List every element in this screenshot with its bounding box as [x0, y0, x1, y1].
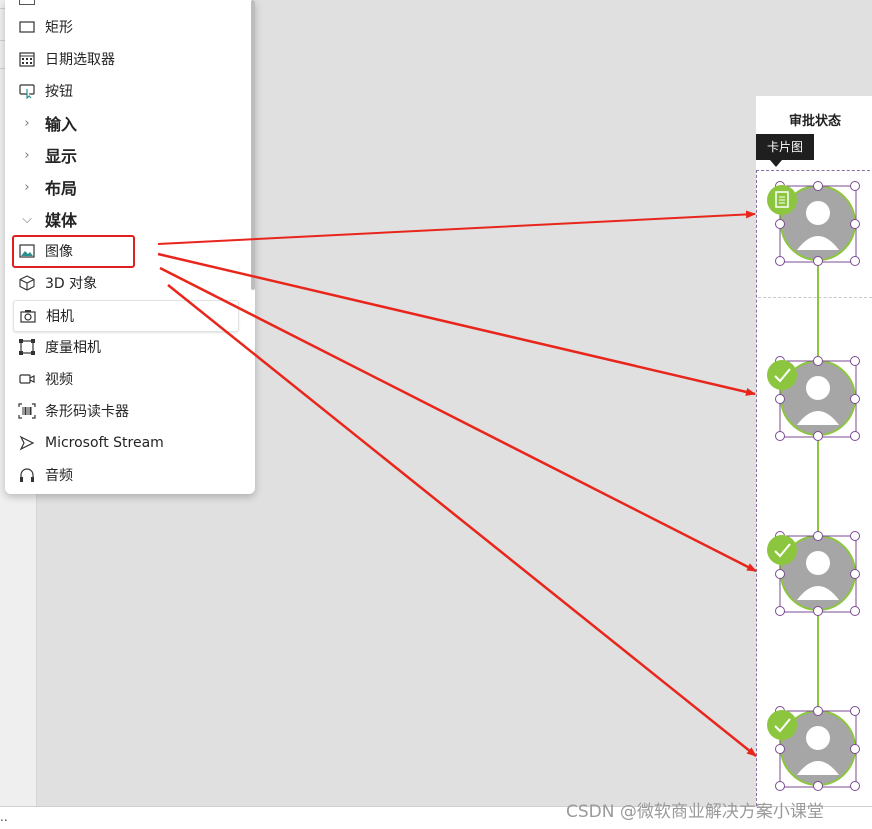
video-icon	[17, 369, 37, 389]
check-icon	[767, 710, 797, 740]
headphones-icon	[17, 465, 37, 485]
insert-item-button[interactable]: 按钮	[13, 76, 237, 106]
avatar-image[interactable]	[775, 356, 860, 441]
insert-item-label: 矩形	[45, 20, 73, 36]
insert-item-image[interactable]: 图像	[13, 236, 237, 266]
insert-item-label: 相机	[46, 309, 74, 325]
image-item-highlight-box	[12, 235, 135, 268]
annotation-arrow	[157, 252, 756, 396]
image-icon	[17, 241, 37, 261]
screen-title: 审批状态	[788, 114, 841, 129]
gallery-selection-outline[interactable]	[756, 170, 872, 811]
insert-item-camera[interactable]: 相机	[13, 300, 239, 332]
chevron-right-icon: ›	[24, 115, 30, 131]
insert-item-audio[interactable]: 音频	[13, 460, 237, 490]
avatar-image[interactable]	[775, 531, 860, 616]
insert-item-label: Microsoft Stream	[45, 435, 164, 451]
status-bar	[0, 806, 872, 829]
insert-item-video[interactable]: 视频	[13, 364, 237, 394]
button-cursor-icon	[17, 81, 37, 101]
chevron-down-icon: ⌵	[22, 211, 32, 227]
stream-icon	[17, 433, 37, 453]
calendar-icon	[17, 49, 37, 69]
camera-icon	[18, 306, 38, 326]
check-icon	[767, 360, 797, 390]
insert-item-3d-object[interactable]: 3D 对象	[13, 268, 237, 298]
measuring-camera-icon	[17, 337, 37, 357]
avatar-image[interactable]	[775, 181, 860, 266]
table-icon	[19, 0, 35, 5]
category-input[interactable]: › 输入	[13, 108, 237, 138]
category-label: 输入	[45, 115, 78, 134]
control-tooltip: 卡片图	[756, 134, 814, 167]
insert-item-label: 音频	[45, 468, 73, 484]
insert-panel: 矩形 日期选取器 按钮 › 输入 › 显示 › 布局 ⌵ 媒体 图像	[5, 0, 255, 494]
chevron-right-icon: ›	[24, 179, 30, 195]
insert-item-date-picker[interactable]: 日期选取器	[13, 44, 237, 74]
chevron-right-icon: ›	[24, 147, 30, 163]
more-icon[interactable]: ..	[0, 810, 8, 824]
insert-item-label: 图像	[45, 244, 73, 260]
category-media[interactable]: ⌵ 媒体	[13, 204, 237, 234]
watermark: CSDN @微软商业解决方案小课堂	[566, 802, 824, 822]
annotation-arrow	[157, 210, 756, 245]
insert-item-microsoft-stream[interactable]: Microsoft Stream	[13, 428, 237, 458]
category-display[interactable]: › 显示	[13, 140, 237, 170]
document-icon	[767, 185, 797, 215]
category-layout[interactable]: › 布局	[13, 172, 237, 202]
insert-item-label: 3D 对象	[45, 276, 98, 292]
insert-item-label: 视频	[45, 372, 73, 388]
check-icon	[767, 535, 797, 565]
insert-panel-scrollbar[interactable]	[251, 0, 255, 290]
insert-item-measuring-camera[interactable]: 度量相机	[13, 332, 237, 362]
rectangle-icon	[17, 17, 37, 37]
barcode-icon	[17, 401, 37, 421]
insert-item-barcode-reader[interactable]: 条形码读卡器	[13, 396, 237, 426]
insert-item-label: 按钮	[45, 84, 73, 100]
avatar-image[interactable]	[775, 706, 860, 791]
insert-item-label: 日期选取器	[45, 52, 115, 68]
category-label: 显示	[45, 147, 78, 166]
cube-icon	[17, 273, 37, 293]
category-label: 布局	[45, 179, 78, 198]
insert-item-label: 度量相机	[45, 340, 101, 356]
insert-item-label: 条形码读卡器	[45, 404, 129, 420]
category-label: 媒体	[45, 211, 78, 230]
annotation-arrow	[167, 284, 757, 757]
gallery-row-divider	[758, 297, 872, 298]
annotation-arrow	[159, 266, 757, 573]
insert-item-rectangle[interactable]: 矩形	[13, 12, 237, 42]
